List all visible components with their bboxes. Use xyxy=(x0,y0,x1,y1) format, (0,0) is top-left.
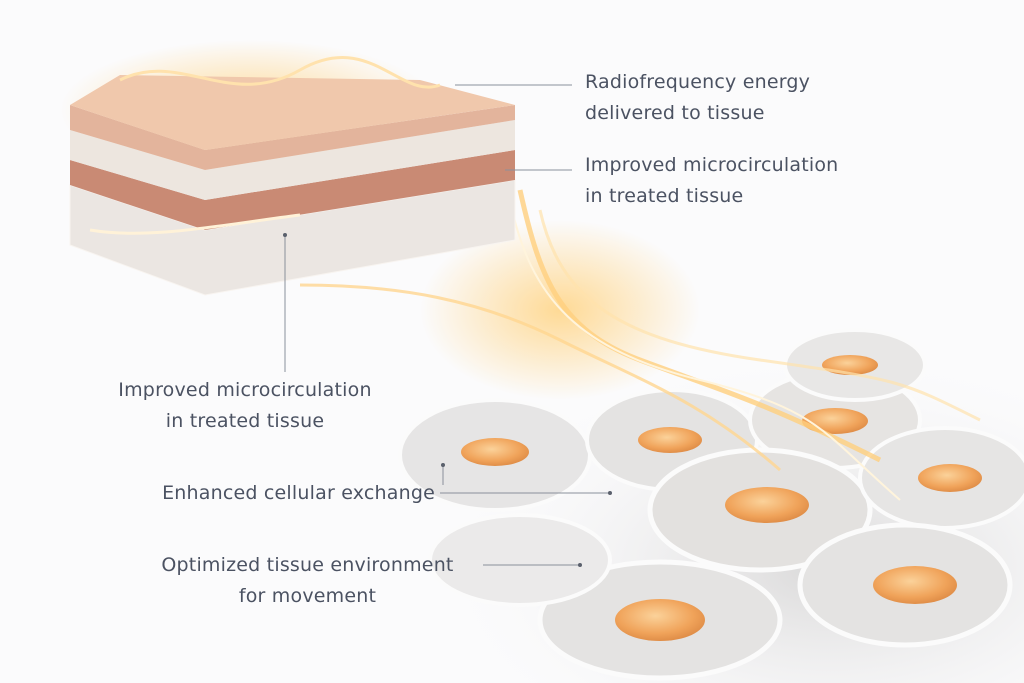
skin-layers xyxy=(60,40,516,296)
label-line: Enhanced cellular exchange xyxy=(162,482,435,504)
cell xyxy=(428,513,612,607)
energy-streams xyxy=(299,189,981,501)
label-line: Improved microcirculation xyxy=(585,154,839,176)
leader-lines xyxy=(284,84,610,566)
label-line: Improved microcirculation xyxy=(118,379,372,401)
label-line: delivered to tissue xyxy=(585,102,765,124)
label-microcirculation-right: Improved microcirculation in treated tis… xyxy=(585,150,838,212)
label-line: in treated tissue xyxy=(585,185,744,207)
label-microcirculation-left: Improved microcirculation in treated tis… xyxy=(95,375,395,437)
label-tissue-environment: Optimized tissue environment for movemen… xyxy=(135,550,480,612)
label-cellular-exchange: Enhanced cellular exchange xyxy=(162,478,435,509)
label-line: Radiofrequency energy xyxy=(585,71,811,93)
label-rf-energy: Radiofrequency energy delivered to tissu… xyxy=(585,67,810,129)
label-line: Optimized tissue environment xyxy=(161,554,454,576)
label-line: in treated tissue xyxy=(165,410,325,432)
label-line: for movement xyxy=(238,585,377,607)
